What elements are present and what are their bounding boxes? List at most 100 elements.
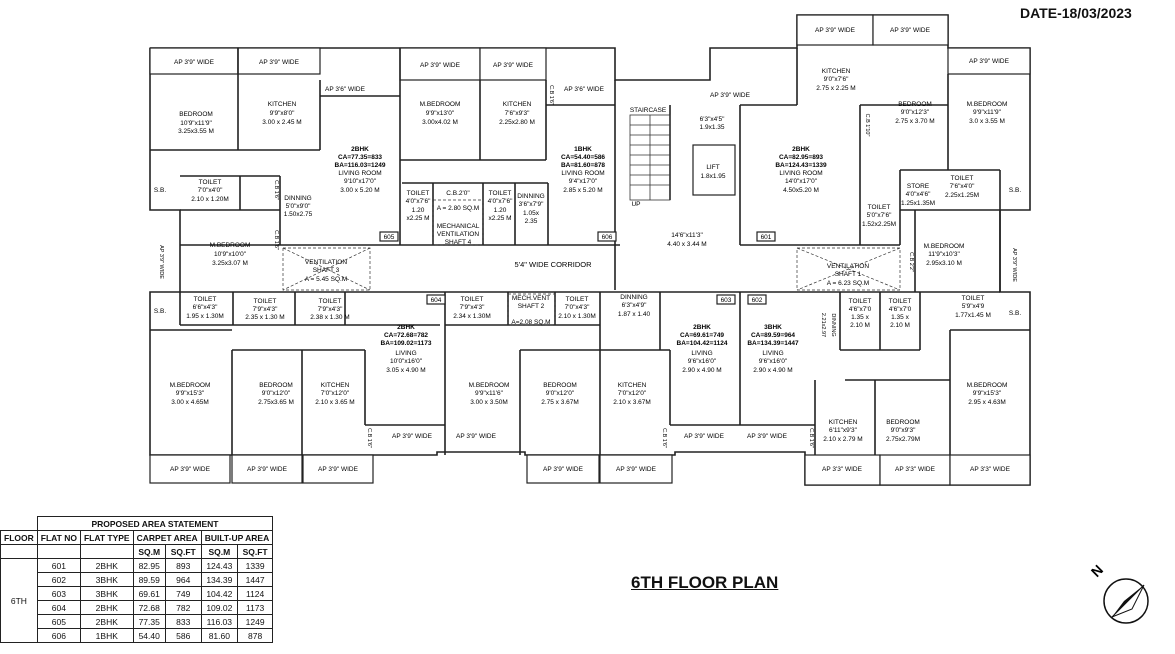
svg-text:9'4"x17'0": 9'4"x17'0" [569, 178, 598, 185]
room-602-toilet: TOILET [849, 298, 872, 305]
svg-text:2.75x2.79M: 2.75x2.79M [886, 436, 920, 443]
svg-text:4'6"x7'0: 4'6"x7'0 [889, 306, 912, 313]
svg-text:5'0"x9'0": 5'0"x9'0" [286, 203, 311, 210]
shaft-1: VENTILATION [827, 263, 869, 270]
cb-label: C.B 1'6" [661, 428, 667, 448]
svg-text:10'9"x11'9": 10'9"x11'9" [180, 120, 212, 127]
room-601-bedroom: BEDROOM [898, 101, 932, 108]
ap-label: AP 3'9" WIDE [493, 62, 534, 69]
room-604-mbedroom: M.BEDROOM [170, 382, 211, 389]
room-605-kitchen: KITCHEN [268, 101, 297, 108]
room-601-toilet: TOILET [951, 175, 974, 182]
svg-text:9'9"x11'9": 9'9"x11'9" [973, 109, 1002, 116]
col-builtup-area: BUILT-UP AREA [200, 530, 274, 545]
svg-text:BA=104.42=1124: BA=104.42=1124 [677, 340, 728, 347]
svg-text:14'0"x17'0": 14'0"x17'0" [785, 178, 818, 185]
svg-text:1.95 x 1.30M: 1.95 x 1.30M [186, 313, 224, 320]
svg-text:9'9"x15'3": 9'9"x15'3" [176, 390, 205, 397]
stair-dim: 6'3"x4'5" [700, 116, 725, 123]
svg-text:2.10 M: 2.10 M [850, 322, 870, 329]
ap-label: AP 3'9" WIDE [247, 466, 288, 473]
room-606-kitchen: KITCHEN [503, 101, 532, 108]
svg-text:2.95x3.10 M: 2.95x3.10 M [926, 260, 962, 267]
room-603-toilet: TOILET [461, 296, 484, 303]
svg-text:1.87 x 1.40: 1.87 x 1.40 [618, 311, 651, 318]
ap-label: AP 3'9" WIDE [1011, 248, 1017, 282]
room-603-dinning: DINNING [620, 294, 647, 301]
svg-text:SHAFT 4: SHAFT 4 [445, 239, 472, 246]
svg-text:9'0"x12'3": 9'0"x12'3" [901, 109, 930, 116]
ap-label: AP 3'9" WIDE [259, 59, 300, 66]
svg-text:2.35 x 1.30 M: 2.35 x 1.30 M [245, 314, 284, 321]
room-604-toilet: TOILET [194, 296, 217, 303]
ap-label: AP 3'9" WIDE [420, 62, 461, 69]
svg-text:3.00 x 4.65M: 3.00 x 4.65M [171, 399, 209, 406]
corridor-label: 5'4" WIDE CORRIDOR [514, 260, 592, 269]
shaft-3: VENTILATION [305, 259, 347, 266]
room-606-dinning: DINNING [517, 193, 544, 200]
ap-label: AP 3'9" WIDE [684, 433, 725, 440]
sb-label: S.B. [1009, 187, 1021, 194]
svg-text:LIVING ROOM: LIVING ROOM [779, 170, 822, 177]
flat-603-type: 2BHK [693, 324, 711, 331]
room-605-bedroom: BEDROOM [179, 111, 213, 118]
ap-label: AP 3'3" WIDE [822, 466, 863, 473]
svg-text:VENTILATION: VENTILATION [437, 231, 479, 238]
flat-tag: 605 [384, 234, 395, 241]
room-602-kitchen: KITCHEN [829, 419, 858, 426]
svg-text:2.10 x 2.79 M: 2.10 x 2.79 M [823, 436, 862, 443]
plan-date: DATE-18/03/2023 [1020, 5, 1132, 21]
svg-text:10'0"x16'0": 10'0"x16'0" [390, 358, 423, 365]
svg-text:2.10 M: 2.10 M [890, 322, 910, 329]
ap-label: AP 3'9" WIDE [318, 466, 359, 473]
svg-text:2.10 x 1.30M: 2.10 x 1.30M [558, 313, 596, 320]
room-602-toilet: TOILET [889, 298, 912, 305]
cb-label: C.B 2'2" [908, 252, 914, 272]
lobby-label: 14'6"x11'3" [671, 232, 703, 239]
svg-text:7'9"x4'3": 7'9"x4'3" [460, 304, 485, 311]
room-603-toilet: TOILET [566, 296, 589, 303]
flat-tag: 604 [431, 297, 442, 304]
room-601-store: STORE [907, 183, 930, 190]
floor-cell: 6TH [0, 558, 38, 643]
flat-605-type: 2BHK [351, 146, 369, 153]
ap-label: AP 3'9" WIDE [392, 433, 433, 440]
svg-text:2.25x2.80 M: 2.25x2.80 M [499, 119, 535, 126]
cb-label: C.B 1'6" [548, 85, 554, 105]
room-605-mbedroom: M.BEDROOM [210, 242, 251, 249]
svg-text:7'0"x12'0": 7'0"x12'0" [618, 390, 647, 397]
svg-text:2.10 x 3.67M: 2.10 x 3.67M [613, 399, 651, 406]
svg-text:3.25x3.55 M: 3.25x3.55 M [178, 128, 214, 135]
svg-text:10'9"x10'0": 10'9"x10'0" [214, 251, 247, 258]
svg-text:1.8x1.95: 1.8x1.95 [701, 173, 726, 180]
ap-label: AP 3'3" WIDE [970, 466, 1011, 473]
room-604-bedroom: BEDROOM [259, 382, 293, 389]
ap-label: AP 3'9" WIDE [747, 433, 788, 440]
flat-606-type: 1BHK [574, 146, 592, 153]
svg-text:LIVING ROOM: LIVING ROOM [338, 170, 381, 177]
ap-label: AP 3'9" WIDE [616, 466, 657, 473]
cb-label: C.B 1'6" [366, 428, 372, 448]
svg-text:5'9"x4'9: 5'9"x4'9 [962, 303, 985, 310]
room-602-dinning: 2.21x2.97 [820, 313, 826, 337]
svg-text:7'0"x12'0": 7'0"x12'0" [321, 390, 350, 397]
svg-text:4'0"x7'6": 4'0"x7'6" [406, 198, 431, 205]
svg-text:CA=77.35=833: CA=77.35=833 [338, 154, 382, 161]
svg-text:CA=82.95=893: CA=82.95=893 [779, 154, 823, 161]
flat-tag: 606 [602, 234, 613, 241]
svg-text:CA=72.68=782: CA=72.68=782 [384, 332, 428, 339]
svg-text:CA=54.40=586: CA=54.40=586 [561, 154, 605, 161]
room-602-mbedroom: M.BEDROOM [967, 382, 1008, 389]
svg-text:11'9"x10'3": 11'9"x10'3" [928, 251, 960, 258]
svg-text:BA=124.43=1339: BA=124.43=1339 [775, 162, 827, 169]
room-603-kitchen: KITCHEN [618, 382, 647, 389]
room-602-bedroom: BEDROOM [886, 419, 920, 426]
svg-text:1.52x2.25M: 1.52x2.25M [862, 221, 896, 228]
sb-label: S.B. [1009, 310, 1021, 317]
svg-text:2.85 x 5.20 M: 2.85 x 5.20 M [563, 187, 602, 194]
svg-text:1.50x2.75: 1.50x2.75 [284, 211, 313, 218]
